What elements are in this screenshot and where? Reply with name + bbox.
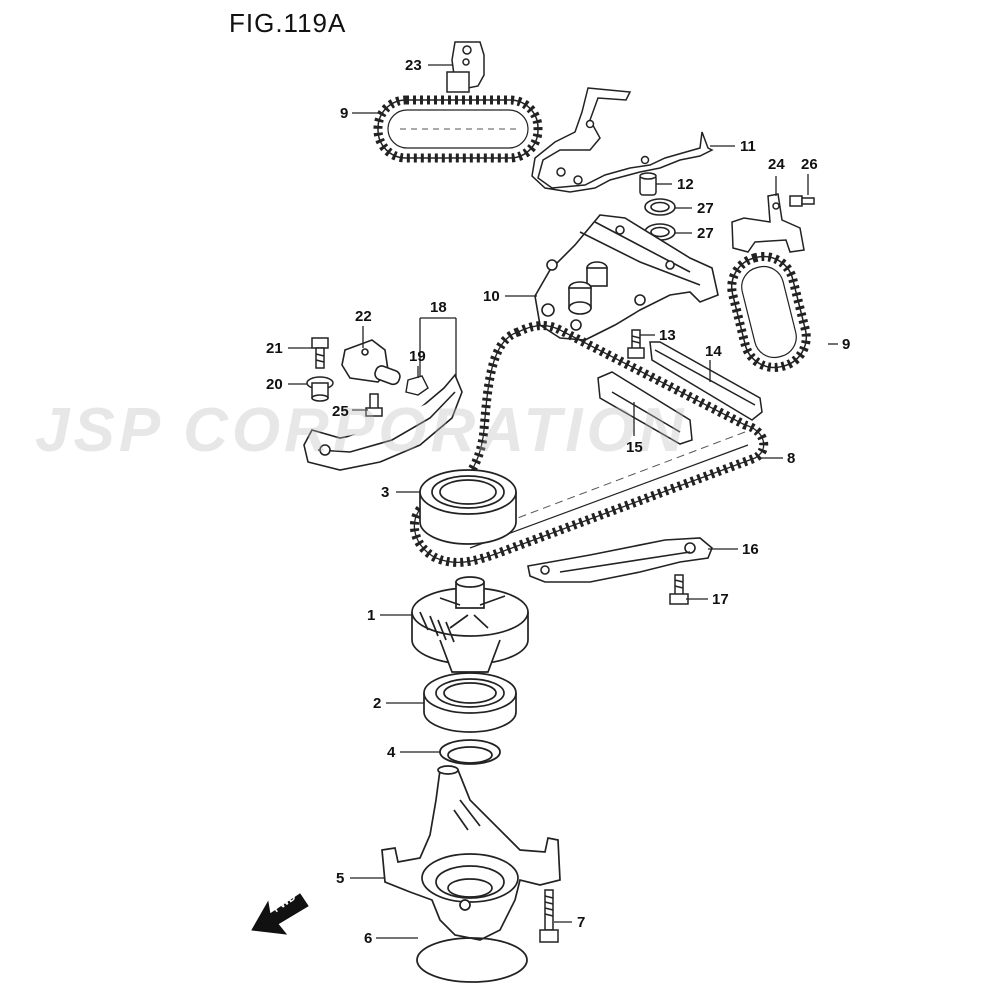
part-20-collar xyxy=(306,376,334,402)
part-15-chain-guide xyxy=(597,371,693,445)
part-1-drive-gear xyxy=(411,576,529,673)
callout-5: 5 xyxy=(336,870,345,887)
part-11-gasket xyxy=(531,87,714,193)
callout-11: 11 xyxy=(740,138,756,155)
part-4-seal xyxy=(439,739,501,765)
callout-10: 10 xyxy=(483,288,500,305)
callout-24: 24 xyxy=(768,156,785,173)
callout-6: 6 xyxy=(364,930,373,947)
part-24-bracket xyxy=(731,193,805,253)
part-26-bolt xyxy=(789,195,815,207)
callout-20: 20 xyxy=(266,376,283,393)
part-14-chain-guide xyxy=(649,341,763,421)
part-8-timing-chain xyxy=(410,321,769,567)
callout-25: 25 xyxy=(332,403,349,420)
part-6-oring xyxy=(416,937,528,983)
callout-23: 23 xyxy=(405,57,422,74)
callout-12: 12 xyxy=(677,176,694,193)
part-19-pad xyxy=(405,375,429,396)
watermark-text: JSP CORPORATION xyxy=(35,396,688,465)
callout-26: 26 xyxy=(801,156,818,173)
callout-3: 3 xyxy=(381,484,390,501)
part-13-bolt xyxy=(627,329,645,359)
callout-9-upper: 9 xyxy=(340,105,349,122)
callout-4: 4 xyxy=(387,744,396,761)
part-9-chain-right xyxy=(727,252,811,372)
callout-8: 8 xyxy=(787,450,796,467)
callout-15: 15 xyxy=(626,439,643,456)
callout-16: 16 xyxy=(742,541,759,558)
callout-22: 22 xyxy=(355,308,372,325)
callout-7: 7 xyxy=(577,914,586,931)
part-9-chain-upper xyxy=(373,95,543,163)
part-2-bearing xyxy=(423,672,517,733)
part-22-tensioner xyxy=(341,339,401,386)
part-17-bolt xyxy=(669,574,689,605)
part-3-bearing xyxy=(419,469,517,545)
callout-27-lower: 27 xyxy=(697,225,714,242)
callout-19: 19 xyxy=(409,348,426,365)
fwd-arrow-icon xyxy=(251,893,309,935)
part-21-bolt xyxy=(311,337,329,369)
part-5-housing xyxy=(381,765,561,941)
part-10-oil-pump xyxy=(534,214,719,341)
callout-17: 17 xyxy=(712,591,729,608)
callout-13: 13 xyxy=(659,327,676,344)
leader-lines xyxy=(288,64,838,939)
callout-14: 14 xyxy=(705,343,722,360)
callout-21: 21 xyxy=(266,340,283,357)
figure-title: FIG.119A xyxy=(229,8,347,38)
part-12-pin xyxy=(639,172,657,196)
part-16-chain-guide xyxy=(527,537,713,583)
part-25-bolt xyxy=(365,393,383,417)
callout-18: 18 xyxy=(430,299,447,316)
callout-27-upper: 27 xyxy=(697,200,714,217)
callout-1: 1 xyxy=(367,607,376,624)
part-23-bracket xyxy=(446,41,485,93)
callout-9-right: 9 xyxy=(842,336,851,353)
callout-2: 2 xyxy=(373,695,382,712)
part-7-bolt xyxy=(539,889,559,943)
part-18-tensioner-shoe xyxy=(303,373,463,471)
